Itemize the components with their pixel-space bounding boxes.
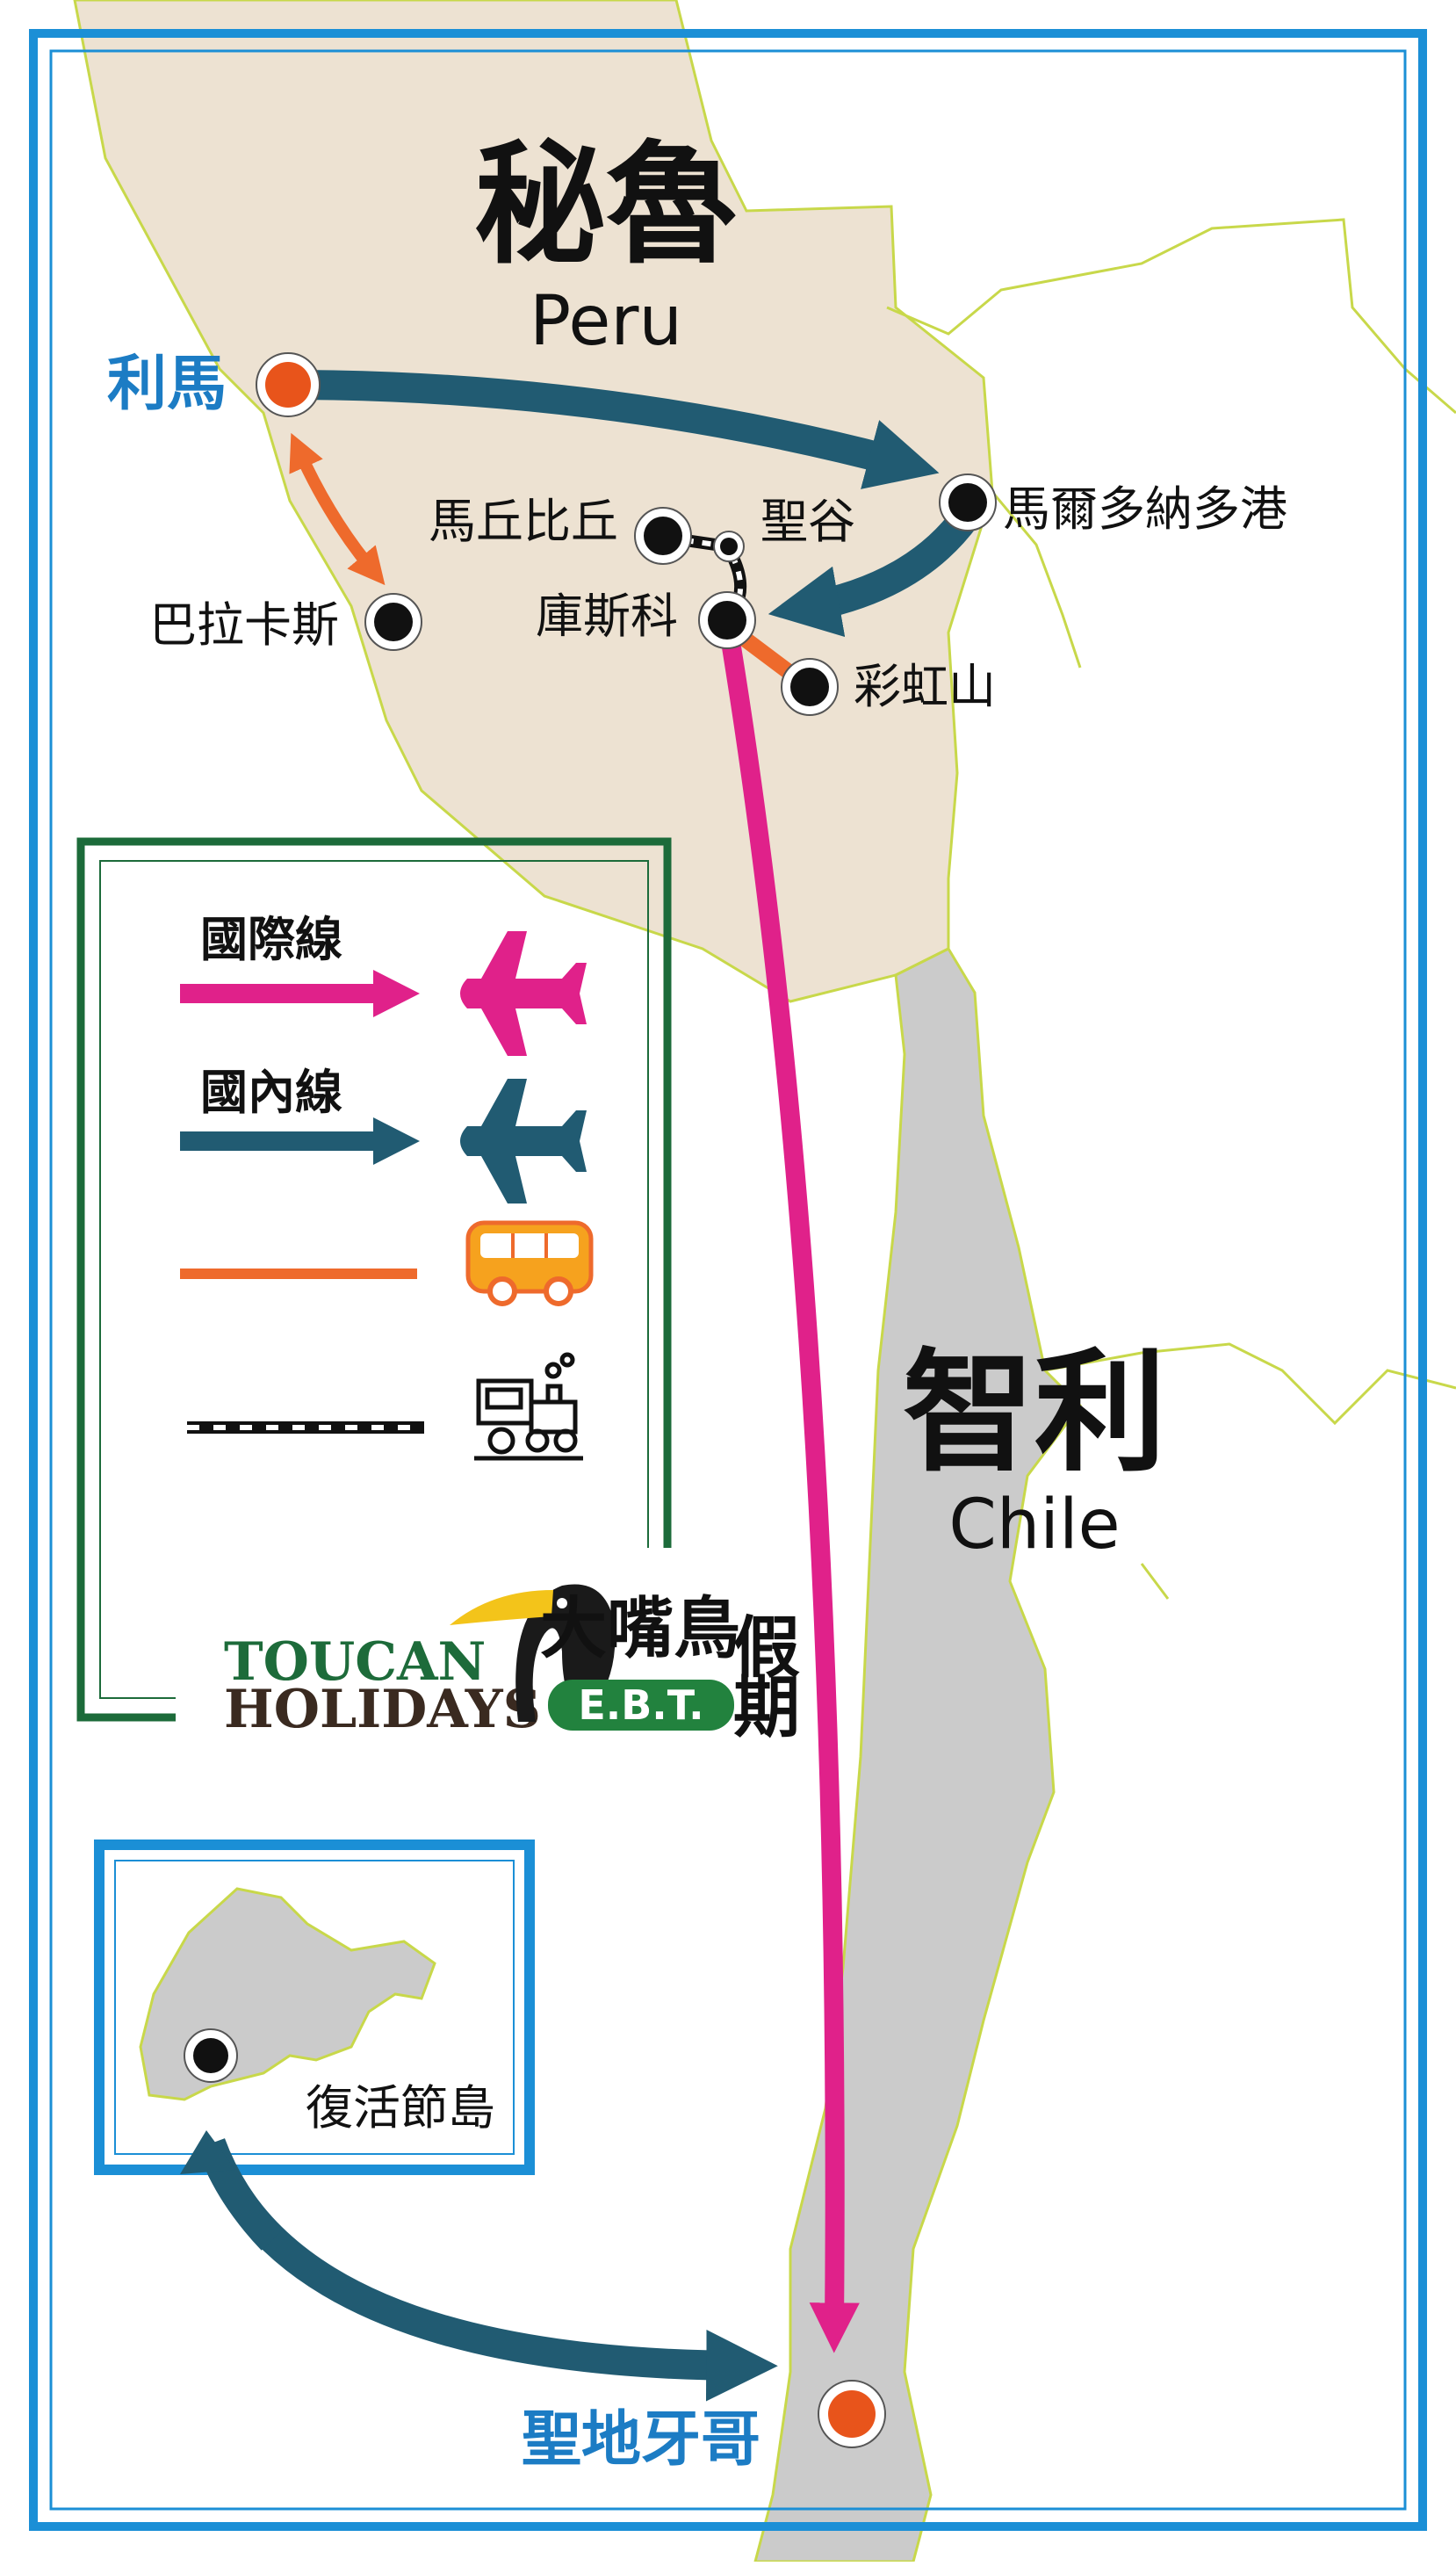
logo-text-zh-jia: 假: [733, 1608, 800, 1687]
city-label-puerto-maldonado: 馬爾多納多港: [1003, 481, 1287, 537]
marker-santiago[interactable]: [818, 2380, 886, 2448]
marker-sacred-valley[interactable]: [713, 531, 745, 562]
city-label-lima: 利馬: [107, 350, 227, 419]
route-international-cusco-santiago: [717, 618, 860, 2353]
airplane-icon: [460, 931, 587, 1056]
country-chile-en: Chile: [948, 1485, 1120, 1565]
country-peru-en: Peru: [530, 282, 682, 361]
marker-paracas[interactable]: [364, 593, 422, 651]
city-label-machu-picchu: 馬丘比丘: [429, 494, 618, 549]
marker-lima[interactable]: [256, 352, 321, 417]
legend-line-bus: [180, 1269, 417, 1279]
logo-text-toucan: TOUCAN: [224, 1631, 486, 1693]
country-chile-zh: 智利: [903, 1337, 1166, 1490]
route-domestic-maldonado-cusco: [768, 507, 978, 638]
country-peru-zh: 秘魯: [474, 129, 738, 282]
route-domestic-easter-santiago-head: [180, 2130, 235, 2174]
legend-line-railway: [187, 1421, 424, 1434]
train-icon: [474, 1352, 583, 1461]
marker-rainbow-mountain[interactable]: [781, 658, 839, 716]
route-domestic-lima-maldonado: [298, 370, 940, 489]
route-domestic-easter-santiago: [197, 2138, 778, 2402]
marker-cusco[interactable]: [698, 591, 756, 649]
marker-easter-island[interactable]: [184, 2028, 238, 2083]
logo-text-zh-qi: 期: [733, 1668, 800, 1746]
marker-puerto-maldonado[interactable]: [939, 473, 997, 531]
inset-frame-inner: [114, 1860, 515, 2155]
marker-machu-picchu[interactable]: [634, 507, 692, 565]
logo-text-zh-dazuiniao: 大嘴鳥: [540, 1589, 740, 1667]
legend-arrow-international: [180, 970, 420, 1017]
route-bus-lima-paracas: [289, 432, 386, 586]
city-label-rainbow-mountain: 彩虹山: [854, 659, 996, 714]
airplane-icon: [460, 1079, 587, 1203]
legend-arrow-domestic: [180, 1117, 420, 1165]
legend-frame: [76, 837, 672, 1722]
logo-ebt-badge: [548, 1680, 734, 1731]
outer-frame: [29, 29, 1427, 2531]
city-label-easter-island: 復活節島: [306, 2080, 495, 2136]
legend-label-international: 國際線: [200, 912, 342, 967]
route-bus-cusco-rainbow: [737, 630, 800, 683]
easter-island-inset: 復活節島: [94, 1840, 535, 2175]
legend-frame-inner: [99, 860, 649, 1699]
legend: 國際線 國內線: [76, 837, 672, 1722]
legend-label-domestic: 國內線: [200, 1065, 342, 1120]
logo-ebt-text: E.B.T.: [578, 1681, 703, 1729]
logo-text-holidays: HOLIDAYS: [224, 1679, 541, 1740]
country-border-lines: [886, 218, 1456, 1600]
city-label-paracas: 巴拉卡斯: [149, 597, 339, 653]
toucan-holidays-logo: TOUCAN HOLIDAYS 大嘴鳥 假 期 E.B.T.: [224, 1584, 800, 1746]
bus-icon: [465, 1220, 594, 1306]
outer-frame-inner: [49, 49, 1407, 2511]
city-label-santiago: 聖地牙哥: [522, 2405, 760, 2475]
city-label-cusco: 庫斯科: [536, 589, 678, 644]
city-label-sacred-valley: 聖谷: [760, 494, 855, 549]
